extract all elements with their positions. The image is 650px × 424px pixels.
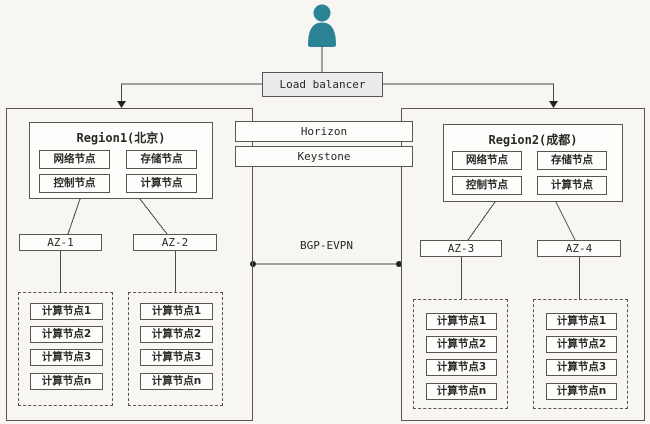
connector-paths	[60, 45, 580, 299]
az2-compute-node-1: 计算节点1	[140, 303, 213, 320]
az1-compute-node-2: 计算节点2	[30, 326, 103, 343]
az3-compute-node-n: 计算节点n	[426, 383, 497, 400]
az3-compute-group: 计算节点1 计算节点2 计算节点3 计算节点n	[413, 299, 508, 409]
region1-control-node-box: 控制节点	[39, 174, 110, 193]
az1-compute-group: 计算节点1 计算节点2 计算节点3 计算节点n	[18, 292, 113, 406]
az4-compute-node-1: 计算节点1	[546, 313, 617, 330]
az2-compute-node-n: 计算节点n	[140, 373, 213, 390]
az3-compute-node-1: 计算节点1	[426, 313, 497, 330]
az2-compute-node-3: 计算节点3	[140, 349, 213, 366]
az4-compute-group: 计算节点1 计算节点2 计算节点3 计算节点n	[533, 299, 628, 409]
region1-storage-node-box: 存储节点	[126, 150, 197, 169]
bgp-endpoint-dots	[250, 261, 402, 267]
az2-compute-node-2: 计算节点2	[140, 326, 213, 343]
az1-compute-node-3: 计算节点3	[30, 349, 103, 366]
az1-box: AZ-1	[19, 234, 102, 251]
region2-network-node-box: 网络节点	[452, 151, 522, 170]
az3-box: AZ-3	[420, 240, 502, 257]
region2-storage-node-box: 存储节点	[537, 151, 607, 170]
region1-title: Region1(北京)	[76, 131, 166, 145]
keystone-box: Keystone	[235, 146, 413, 167]
az1-compute-node-1: 计算节点1	[30, 303, 103, 320]
load-balancer-box: Load balancer	[262, 72, 383, 97]
region1-outer-container	[6, 108, 253, 421]
region1-network-node-box: 网络节点	[39, 150, 110, 169]
bgp-evpn-label: BGP-EVPN	[300, 239, 353, 252]
region2-box: Region2(成都) 网络节点 存储节点 控制节点 计算节点	[443, 124, 623, 202]
user-icon	[308, 4, 336, 47]
az4-compute-node-2: 计算节点2	[546, 336, 617, 353]
az3-compute-node-2: 计算节点2	[426, 336, 497, 353]
az1-compute-node-n: 计算节点n	[30, 373, 103, 390]
arrow-down-icon	[117, 101, 558, 108]
region2-outer-container	[401, 108, 645, 421]
region1-compute-node-box: 计算节点	[126, 174, 197, 193]
region2-title: Region2(成都)	[488, 133, 578, 147]
az2-box: AZ-2	[133, 234, 217, 251]
az4-compute-node-3: 计算节点3	[546, 359, 617, 376]
az4-compute-node-n: 计算节点n	[546, 383, 617, 400]
horizon-box: Horizon	[235, 121, 413, 142]
region2-compute-node-box: 计算节点	[537, 176, 607, 195]
az2-compute-group: 计算节点1 计算节点2 计算节点3 计算节点n	[128, 292, 223, 406]
az4-box: AZ-4	[537, 240, 621, 257]
region2-control-node-box: 控制节点	[452, 176, 522, 195]
az3-compute-node-3: 计算节点3	[426, 359, 497, 376]
region1-box: Region1(北京) 网络节点 存储节点 控制节点 计算节点	[29, 122, 213, 199]
